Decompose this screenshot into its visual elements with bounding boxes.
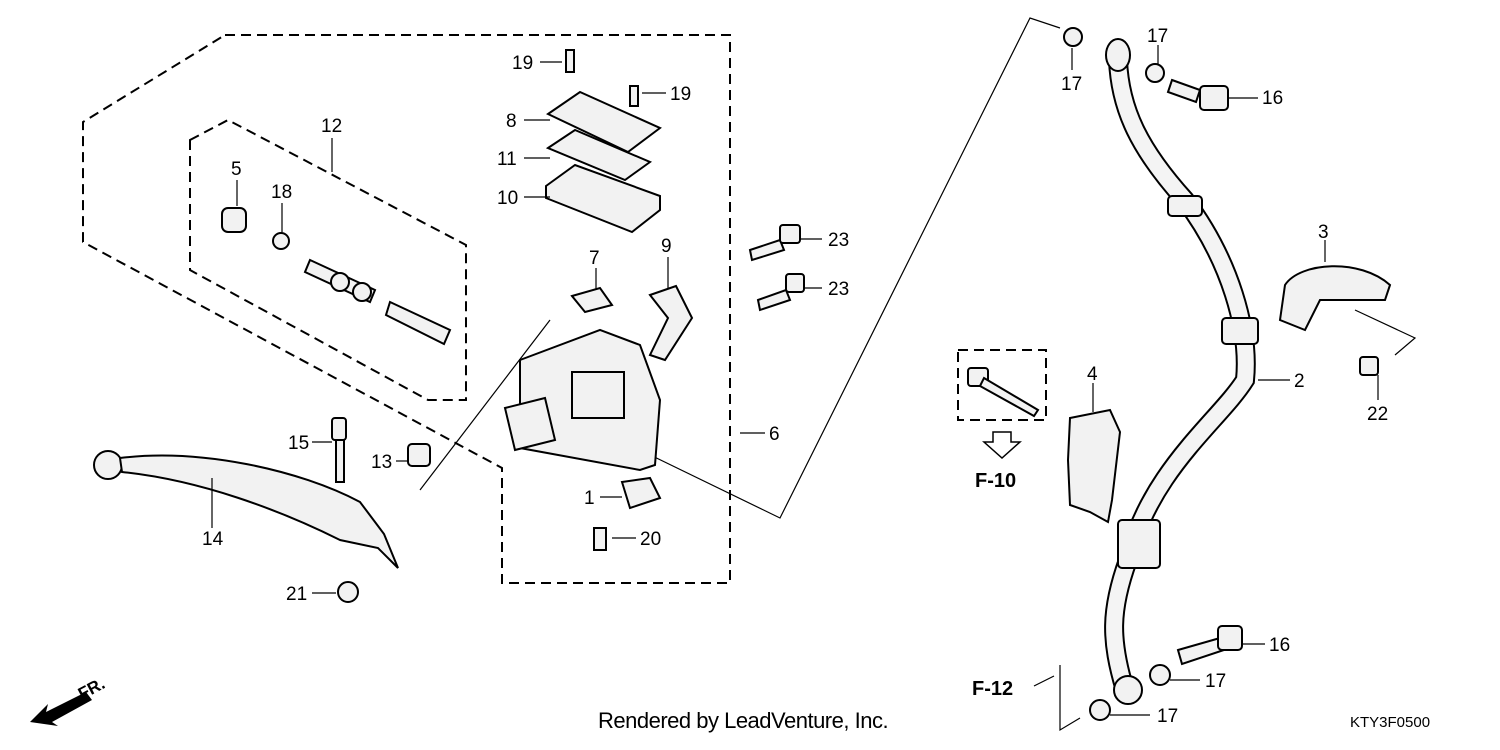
callout-19-right: 19 [670,84,691,105]
hose-bracket [967,367,1122,524]
callout-23-lower: 23 [828,279,849,300]
callout-20: 20 [640,529,661,550]
brake-hose [1104,38,1259,705]
callout-1: 1 [584,488,595,509]
callout-10: 10 [497,188,518,209]
f10-arrow [982,431,1022,460]
part-13-link-line [419,319,551,491]
callout-17-bottom-right: 17 [1205,671,1226,692]
callout-22: 22 [1367,404,1388,425]
piston-set-parts [221,207,452,346]
bolt-23-parts [748,224,805,312]
callout-7: 7 [589,248,600,269]
callout-2: 2 [1294,371,1305,392]
hose-link-line [639,17,1061,519]
callout-12: 12 [321,116,342,137]
callout-8: 8 [506,111,517,132]
ref-f10: F-10 [975,470,1016,492]
callout-19-top: 19 [512,53,533,74]
callout-11: 11 [497,149,517,170]
piston-set-group-outline [189,118,467,401]
callout-15: 15 [288,433,309,454]
callout-5: 5 [231,159,242,180]
callout-18: 18 [271,182,292,203]
master-cylinder-body [503,284,694,551]
callout-14: 14 [202,529,224,550]
callout-4: 4 [1087,364,1098,385]
master-cylinder-group-outline [82,34,731,584]
callout-21: 21 [286,584,307,605]
callout-23-upper: 23 [828,230,849,251]
dash-link-line [1059,665,1081,732]
callout-13: 13 [371,452,392,473]
callout-16-bottom: 16 [1269,635,1290,656]
callout-leaders [211,45,1379,716]
callout-17-bottom: 17 [1157,706,1178,727]
banjo-bolts [1063,27,1243,721]
credit-text: Rendered by LeadVenture, Inc. [598,708,889,733]
front-arrow [30,692,92,726]
callout-16-top: 16 [1262,88,1283,109]
ref-f12: F-12 [972,678,1013,700]
callout-9: 9 [661,236,672,257]
reservoir-cap-parts [545,49,662,234]
bolt-22-link-line [1354,309,1417,356]
callout-17-top-right: 17 [1147,26,1168,47]
hose-clamp [1278,265,1392,376]
diagram-code: KTY3F0500 [1350,714,1431,731]
callout-17-top-left: 17 [1061,74,1082,95]
brake-lever [93,417,431,603]
callout-3: 3 [1318,222,1329,243]
callout-6: 6 [769,424,780,445]
bolt-group-outline [957,349,1047,421]
